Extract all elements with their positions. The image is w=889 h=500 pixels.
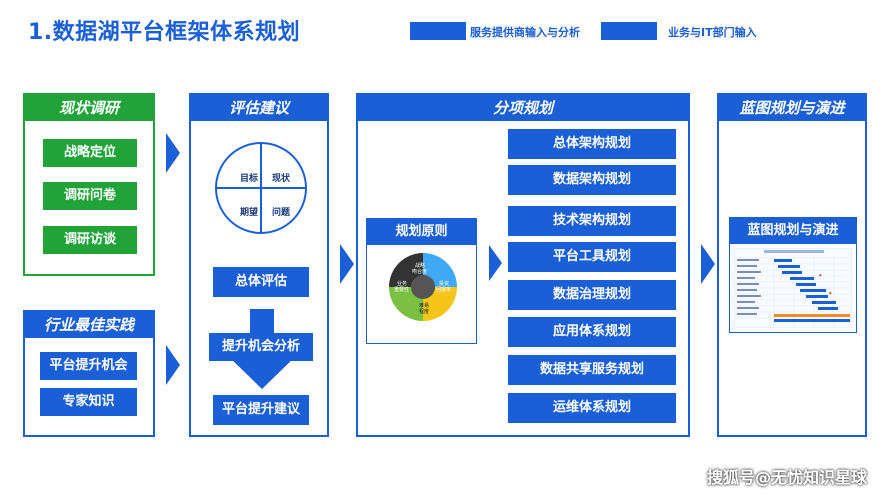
quadrant-goal: 目标 [240,174,259,184]
arrow-right-icon [489,245,502,281]
svg-text:难易: 难易 [419,302,429,309]
svg-text:●: ● [829,291,832,295]
panel-current-research: 现状调研 战略定位 调研问卷 调研访谈 [23,93,155,276]
svg-text:重要性: 重要性 [394,286,409,293]
quadrant-circle [215,142,307,234]
svg-text:投资: 投资 [439,280,449,287]
plan-item-platform-tools: 平台工具规划 [508,242,676,272]
plan-item-technical-architecture: 技术架构规划 [508,206,676,236]
principle-box: 规划原则 战略 吻合度 投资 回报率 难易 程度 业务 重要性 [366,218,477,344]
item-survey-interview: 调研访谈 [43,226,137,254]
step-improvement-suggestion: 平台提升建议 [213,395,309,425]
quadrant-expectation: 期望 [240,208,259,218]
step-opportunity-analysis: 提升机会分析 [209,333,313,361]
page-title: 1.数据湖平台框架体系规划 [28,20,301,45]
panel-assessment: 评估建议 目标 现状 期望 问题 总体评估 提升机会分析 平台提升建议 [189,93,329,437]
legend-label-business: 业务与IT部门输入 [668,26,757,39]
watermark: 搜狐号@无忧知识星球 [706,468,867,487]
arrow-right-icon [166,133,180,173]
blueprint-card: 蓝图规划与演进 [729,217,857,333]
plan-item-overall-architecture: 总体架构规划 [508,129,676,159]
plan-item-data-sharing: 数据共享服务规划 [508,355,676,385]
principle-wheel: 战略 吻合度 投资 回报率 难易 程度 业务 重要性 [389,253,457,321]
panel-industry-best-practice-header: 行业最佳实践 [25,312,153,338]
legend-swatch-business [601,22,657,40]
plan-item-application-system: 应用体系规划 [508,317,676,347]
item-platform-opportunity: 平台提升机会 [40,352,137,380]
item-survey-questionnaire: 调研问卷 [43,182,137,210]
arrow-right-icon [701,244,715,284]
arrow-right-icon [340,244,354,284]
item-expert-knowledge: 专家知识 [40,388,137,416]
item-strategy-position: 战略定位 [43,139,137,167]
plan-item-data-architecture: 数据架构规划 [508,165,676,195]
legend-swatch-provider [410,22,466,40]
svg-text:程度: 程度 [419,308,429,315]
panel-industry-best-practice: 行业最佳实践 平台提升机会 专家知识 [23,310,155,437]
svg-text:吻合度: 吻合度 [412,268,427,275]
gantt-thumbnail: ● ● [734,248,852,328]
panel-itemized-planning-header: 分项规划 [358,95,688,121]
panel-blueprint: 蓝图规划与演进 蓝图规划与演进 [717,93,867,437]
svg-text:●: ● [819,273,822,277]
panel-itemized-planning: 分项规划 规划原则 战略 吻合度 投资 回报率 难易 程度 业务 重要性 总体架… [356,93,690,437]
svg-text:回报率: 回报率 [436,286,451,293]
legend-label-provider: 服务提供商输入与分析 [470,26,580,39]
plan-item-operations: 运维体系规划 [508,393,676,423]
panel-current-research-header: 现状调研 [25,95,153,121]
principle-title: 规划原则 [367,219,476,245]
quadrant-problem: 问题 [272,208,291,218]
blueprint-card-title: 蓝图规划与演进 [730,218,856,244]
panel-assessment-header: 评估建议 [191,95,327,121]
quadrant-current: 现状 [272,174,291,184]
svg-text:战略: 战略 [415,262,425,269]
panel-blueprint-header: 蓝图规划与演进 [719,95,865,121]
plan-item-data-governance: 数据治理规划 [508,280,676,310]
step-overall-assessment: 总体评估 [213,267,309,297]
svg-text:业务: 业务 [397,280,407,287]
arrow-right-icon [166,345,180,385]
